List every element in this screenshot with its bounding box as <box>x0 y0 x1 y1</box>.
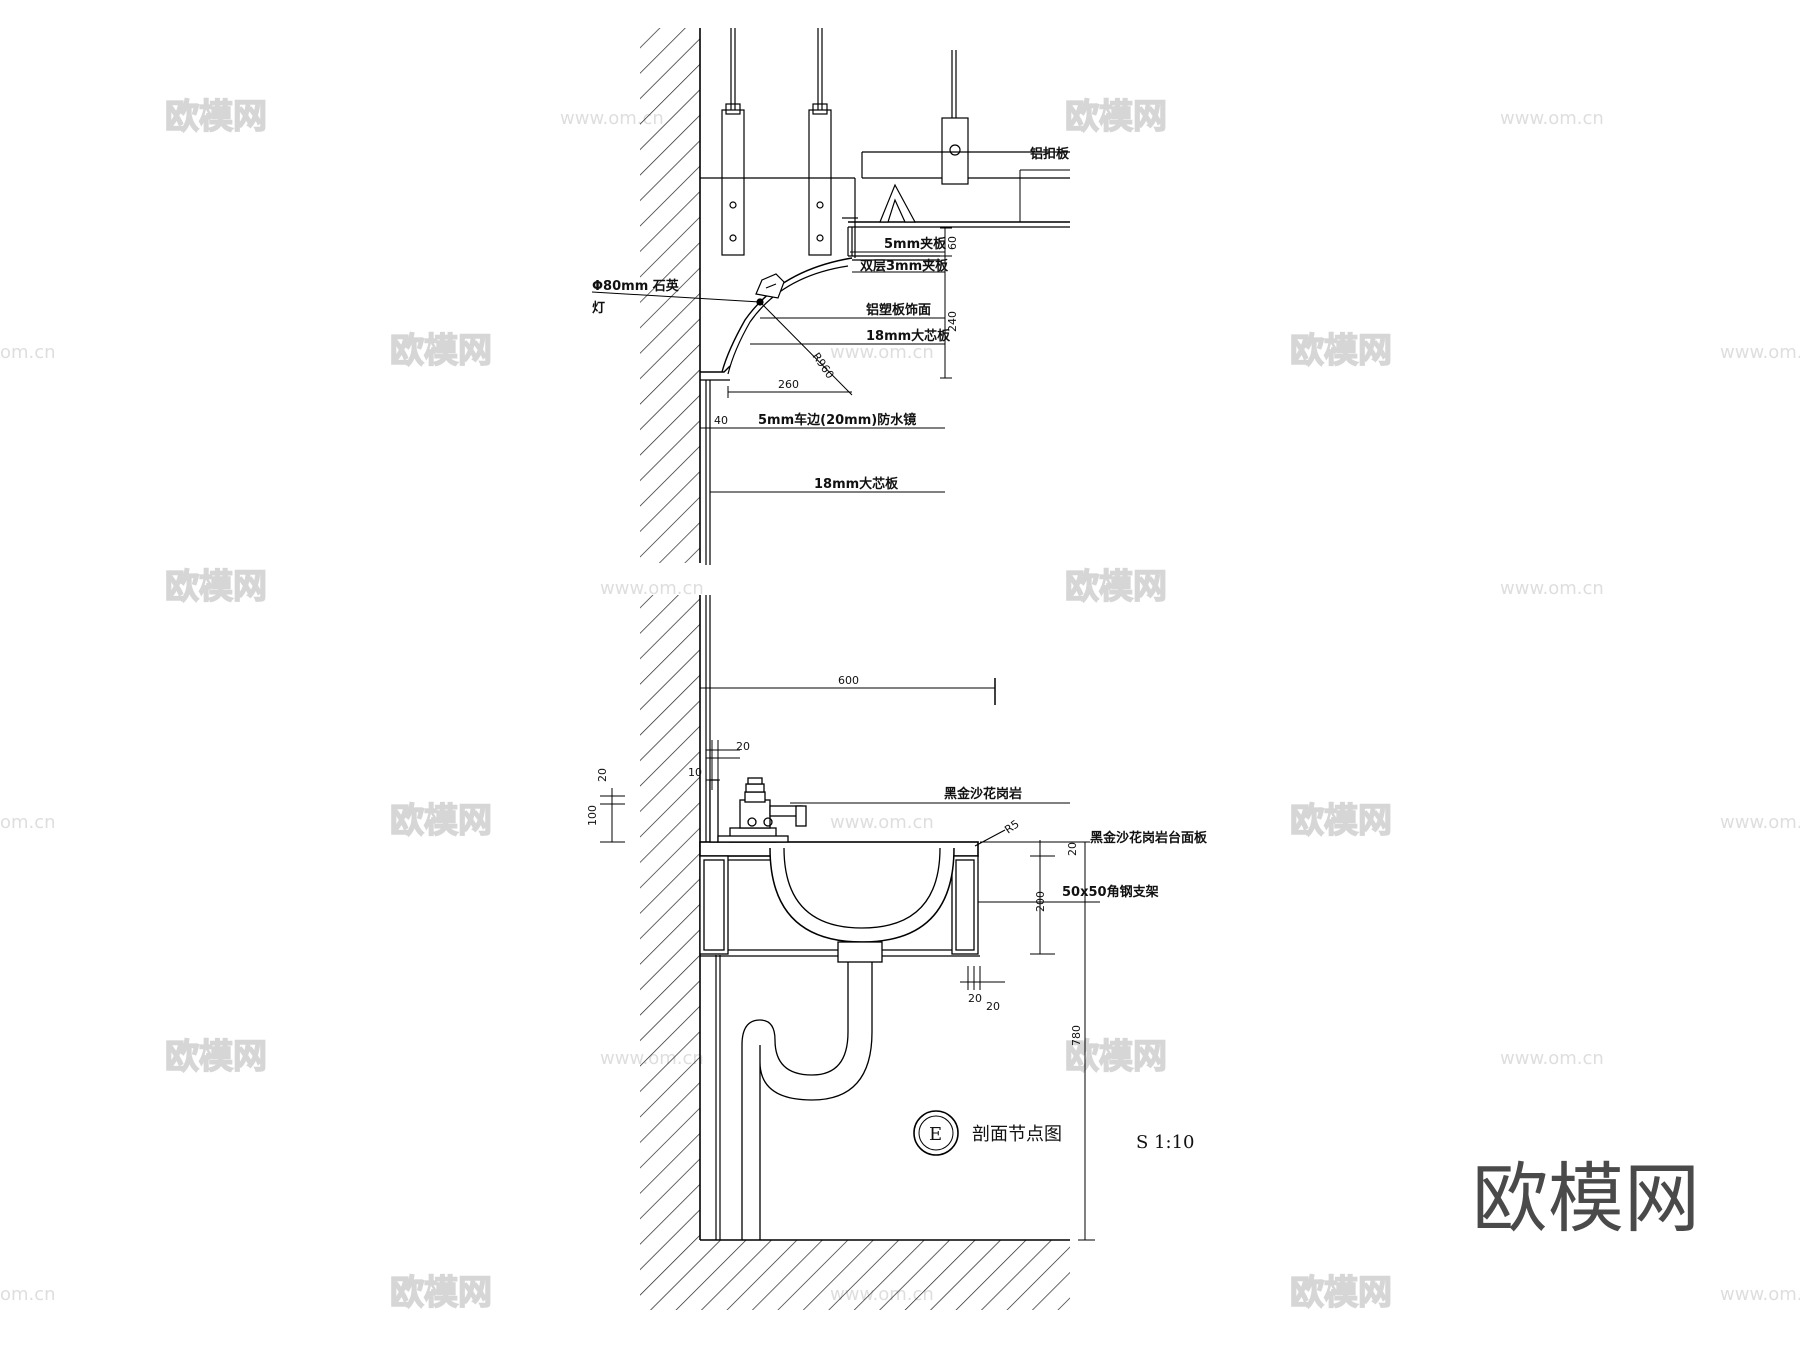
label-quartz-lamp-2: 灯 <box>592 300 605 316</box>
label-acp-finish: 铝塑板饰面 <box>866 302 931 318</box>
label-steel-bracket: 50x50角钢支架 <box>1062 884 1159 900</box>
ceiling-hangers <box>700 28 1070 396</box>
svg-text:欧模网: 欧模网 <box>1065 97 1167 137</box>
vanity-annotations <box>600 678 1100 1241</box>
title-block: E 剖面节点图 S 1:10 <box>913 1110 1194 1156</box>
label-granite-counter: 黑金沙花岗岩台面板 <box>1090 830 1208 846</box>
svg-text:www.om.cn: www.om.cn <box>830 342 934 363</box>
svg-text:om.cn: om.cn <box>0 1284 56 1305</box>
watermark-layer: 欧模网 欧模网 www.om.cn www.om.cn om.cn 欧模网 ww… <box>0 96 1800 1314</box>
dim-20-top: 20 <box>736 740 750 753</box>
dim-60: 60 <box>946 236 959 250</box>
label-aluminum-ceiling: 铝扣板 <box>1030 146 1070 162</box>
svg-text:www.om.cn: www.om.cn <box>1500 1048 1604 1069</box>
svg-text:www.om.cn: www.om.cn <box>830 812 934 833</box>
label-plywood-double-3mm: 双层3mm夹板 <box>860 258 949 274</box>
svg-text:www.om.cn: www.om.cn <box>560 108 664 129</box>
dim-20-b1: 20 <box>968 992 982 1005</box>
label-quartz-lamp: Φ80mm 石英 <box>592 278 680 294</box>
detail-letter: E <box>929 1124 942 1145</box>
svg-text:om.cn: om.cn <box>0 812 56 833</box>
detail-symbol <box>913 1110 959 1156</box>
dim-20-b2: 20 <box>986 1000 1000 1013</box>
dim-r5: R5 <box>1002 817 1021 836</box>
dim-20-left: 20 <box>596 768 609 782</box>
svg-text:www.om.cn: www.om.cn <box>600 578 704 599</box>
material-labels: 铝扣板 5mm夹板 双层3mm夹板 Φ80mm 石英 灯 铝塑板饰面 18mm大… <box>592 146 1208 900</box>
svg-text:欧模网: 欧模网 <box>1290 801 1392 841</box>
svg-text:www.om.cn: www.om.cn <box>1720 812 1800 833</box>
svg-text:欧模网: 欧模网 <box>165 1037 267 1077</box>
svg-text:om.cn: om.cn <box>0 342 56 363</box>
svg-text:欧模网: 欧模网 <box>1290 1273 1392 1313</box>
wall-section <box>636 28 1070 1310</box>
svg-text:欧模网: 欧模网 <box>1065 567 1167 607</box>
dim-20-counter: 20 <box>1066 842 1079 856</box>
dim-600: 600 <box>838 674 859 687</box>
vanity-basin <box>699 777 980 1240</box>
detail-title: 剖面节点图 <box>972 1124 1062 1145</box>
detail-scale: S 1:10 <box>1136 1132 1194 1153</box>
svg-text:www.om.cn: www.om.cn <box>1720 1284 1800 1305</box>
dim-10: 10 <box>688 766 702 779</box>
dim-100: 100 <box>586 805 599 826</box>
label-mirror: 5mm车边(20mm)防水镜 <box>758 412 916 428</box>
dim-260: 260 <box>778 378 799 391</box>
brand-logo: 欧模网 <box>1472 1154 1700 1243</box>
dim-200: 200 <box>1034 891 1047 912</box>
label-blockboard-top: 18mm大芯板 <box>866 328 951 344</box>
svg-text:欧模网: 欧模网 <box>390 1273 492 1313</box>
svg-text:欧模网: 欧模网 <box>1065 1037 1167 1077</box>
detail-symbol-inner <box>918 1115 954 1151</box>
label-granite: 黑金沙花岗岩 <box>944 786 1022 802</box>
svg-text:www.om.cn: www.om.cn <box>1500 578 1604 599</box>
ceiling-annotations <box>591 169 1070 493</box>
svg-text:欧模网: 欧模网 <box>390 801 492 841</box>
svg-text:欧模网: 欧模网 <box>1290 331 1392 371</box>
label-blockboard-wall: 18mm大芯板 <box>814 476 899 492</box>
label-plywood-5mm: 5mm夹板 <box>884 236 947 252</box>
dim-240: 240 <box>946 311 959 332</box>
dim-780: 780 <box>1070 1025 1083 1046</box>
svg-text:www.om.cn: www.om.cn <box>1500 108 1604 129</box>
svg-text:欧模网: 欧模网 <box>165 97 267 137</box>
dim-40: 40 <box>714 414 728 427</box>
svg-text:欧模网: 欧模网 <box>165 567 267 607</box>
svg-text:www.om.cn: www.om.cn <box>1720 342 1800 363</box>
svg-text:欧模网: 欧模网 <box>390 331 492 371</box>
